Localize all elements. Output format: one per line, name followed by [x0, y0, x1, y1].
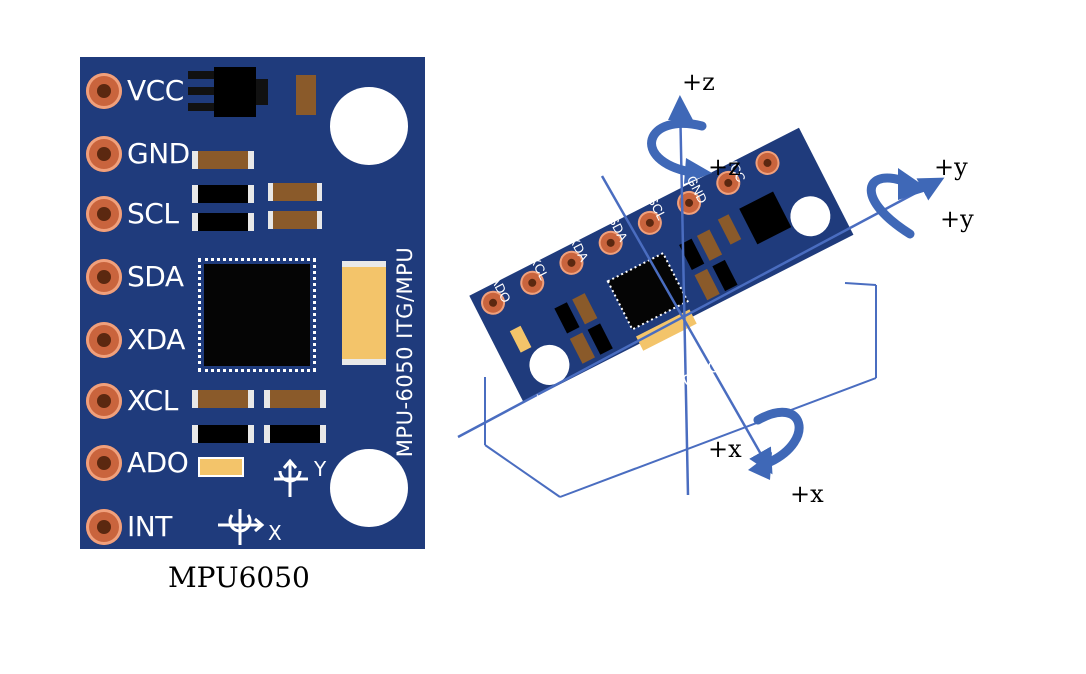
- mpu6050-board-image: VCC GND SCL SDA XDA XCL ADO INT: [80, 57, 425, 549]
- y-rotation-arrow: [866, 173, 915, 239]
- pin-pad: [86, 259, 122, 295]
- board-name-label: MPU-6050 ITG/MPU: [393, 246, 417, 458]
- figure-caption: MPU6050: [168, 561, 310, 594]
- pin-pad: [86, 383, 122, 419]
- resistor: [192, 185, 254, 203]
- resistor: [192, 390, 254, 408]
- pin-xcl: XCL: [80, 381, 220, 421]
- pin-pad: [86, 322, 122, 358]
- pin-ado: ADO: [80, 443, 220, 483]
- orientation-svg: [457, 95, 945, 498]
- x-axis-line: [600, 175, 773, 475]
- pin-label: VCC: [127, 74, 184, 107]
- y-axis-line: [457, 177, 945, 439]
- pin-xda: XDA: [80, 320, 220, 360]
- z-rotation-arrowhead: [684, 158, 712, 184]
- pin-label: SCL: [127, 197, 179, 230]
- capacitor: [264, 390, 326, 408]
- voltage-regulator: [214, 67, 256, 117]
- axis-y-label: Y: [314, 457, 327, 481]
- pin-pad: [86, 136, 122, 172]
- pin-pad: [86, 445, 122, 481]
- regulator-lead: [188, 71, 214, 79]
- pin-label: SDA: [127, 260, 184, 293]
- capacitor: [296, 75, 316, 115]
- pin-gnd: GND: [80, 134, 220, 174]
- pin-label: INT: [127, 510, 172, 543]
- z-rotation-label: +z: [708, 153, 741, 181]
- x-rotation-arrowhead: [748, 452, 772, 480]
- x-rotation-arrow: [753, 407, 804, 467]
- pin-pad: [86, 509, 122, 545]
- resistor: [192, 151, 254, 169]
- axis-orientation-diagram: INT ADO XCL XDA SDA SCL GND VCC MPU-6050…: [440, 50, 1086, 610]
- pin-label: XDA: [127, 323, 185, 356]
- crystal: [342, 261, 386, 365]
- y-rotation-arrowhead: [898, 168, 930, 200]
- pin-label: GND: [127, 137, 190, 170]
- tilted-board: [469, 127, 854, 403]
- y-top-label: +y: [934, 153, 968, 181]
- resistor: [192, 425, 254, 443]
- pin-scl: SCL: [80, 194, 220, 234]
- resistor: [192, 213, 254, 231]
- pin-int: INT: [80, 507, 220, 547]
- z-rotation-arrow: [647, 119, 707, 177]
- axis-x-label: X: [268, 521, 282, 545]
- pin-pad: [86, 73, 122, 109]
- x-left-label: +x: [708, 435, 742, 463]
- pin-label: ADO: [127, 446, 189, 479]
- pin-vcc: VCC: [80, 71, 220, 111]
- regulator-lead: [188, 87, 214, 95]
- capacitor: [268, 183, 322, 201]
- x-bottom-label: +x: [790, 480, 824, 508]
- z-top-label: +z: [682, 68, 715, 96]
- mounting-hole: [330, 449, 408, 527]
- capacitor: [268, 211, 322, 229]
- resistor: [264, 425, 326, 443]
- mpu6050-chip: [198, 258, 316, 372]
- pin-label: XCL: [127, 384, 178, 417]
- mounting-hole: [330, 87, 408, 165]
- pin-pad: [86, 196, 122, 232]
- axis-symbol-icon: [218, 458, 308, 545]
- ado-pad: [198, 457, 244, 477]
- regulator-tab: [256, 79, 268, 105]
- pin-sda: SDA: [80, 257, 220, 297]
- y-rotation-label: +y: [940, 205, 974, 233]
- bounding-box: [484, 282, 877, 498]
- regulator-lead: [188, 103, 214, 111]
